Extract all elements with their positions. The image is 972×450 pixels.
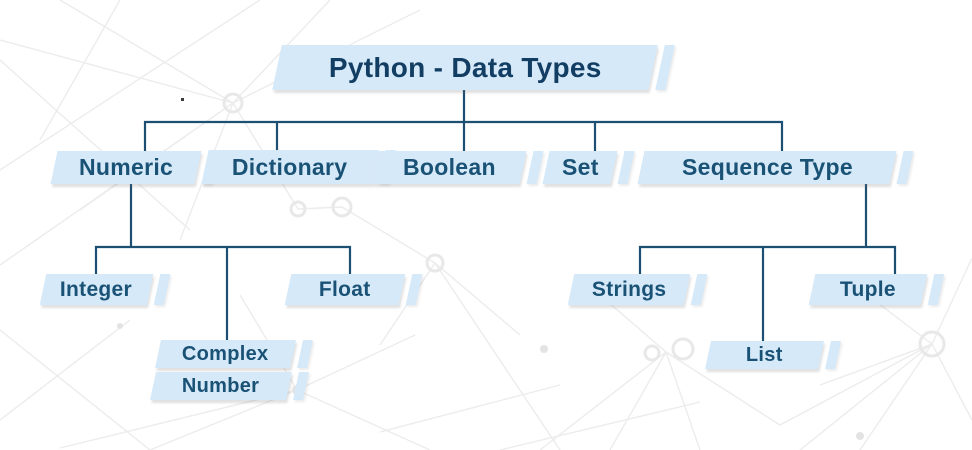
node-complex-number-row1-label: Complex bbox=[182, 342, 269, 365]
node-complex-number-row2: Number bbox=[150, 372, 292, 400]
node-sequence-type-label: Sequence Type bbox=[681, 154, 853, 180]
node-set-label: Set bbox=[561, 154, 599, 180]
node-root-label: Python - Data Types bbox=[328, 51, 602, 83]
node-boolean-label: Boolean bbox=[402, 154, 496, 180]
mesh-rings bbox=[222, 92, 946, 362]
edge-numeric-to-children bbox=[94, 182, 352, 343]
node-boolean: Boolean bbox=[371, 151, 527, 184]
node-float-label: Float bbox=[319, 277, 371, 301]
stray-dot bbox=[181, 98, 184, 101]
node-list-label: List bbox=[746, 343, 783, 366]
node-root: Python - Data Types bbox=[272, 45, 658, 90]
node-integer-label: Integer bbox=[60, 277, 133, 301]
node-numeric: Numeric bbox=[50, 151, 202, 184]
node-strings-label: Strings bbox=[591, 277, 667, 301]
node-dictionary: Dictionary bbox=[201, 150, 379, 184]
node-numeric-label: Numeric bbox=[78, 154, 174, 180]
node-complex-number-row1: Complex bbox=[155, 340, 296, 368]
node-tuple: Tuple bbox=[808, 274, 928, 305]
edge-root-to-children bbox=[143, 88, 784, 154]
node-integer: Integer bbox=[39, 274, 154, 305]
node-list: List bbox=[705, 341, 824, 369]
edge-sequence-to-children bbox=[638, 182, 897, 344]
node-dictionary-label: Dictionary bbox=[232, 153, 348, 180]
node-sequence-type: Sequence Type bbox=[637, 151, 897, 184]
node-complex-number-row2-label: Number bbox=[182, 374, 260, 397]
node-tuple-label: Tuple bbox=[840, 277, 896, 301]
node-float: Float bbox=[284, 274, 406, 305]
node-set: Set bbox=[542, 151, 618, 184]
node-strings: Strings bbox=[567, 274, 691, 305]
